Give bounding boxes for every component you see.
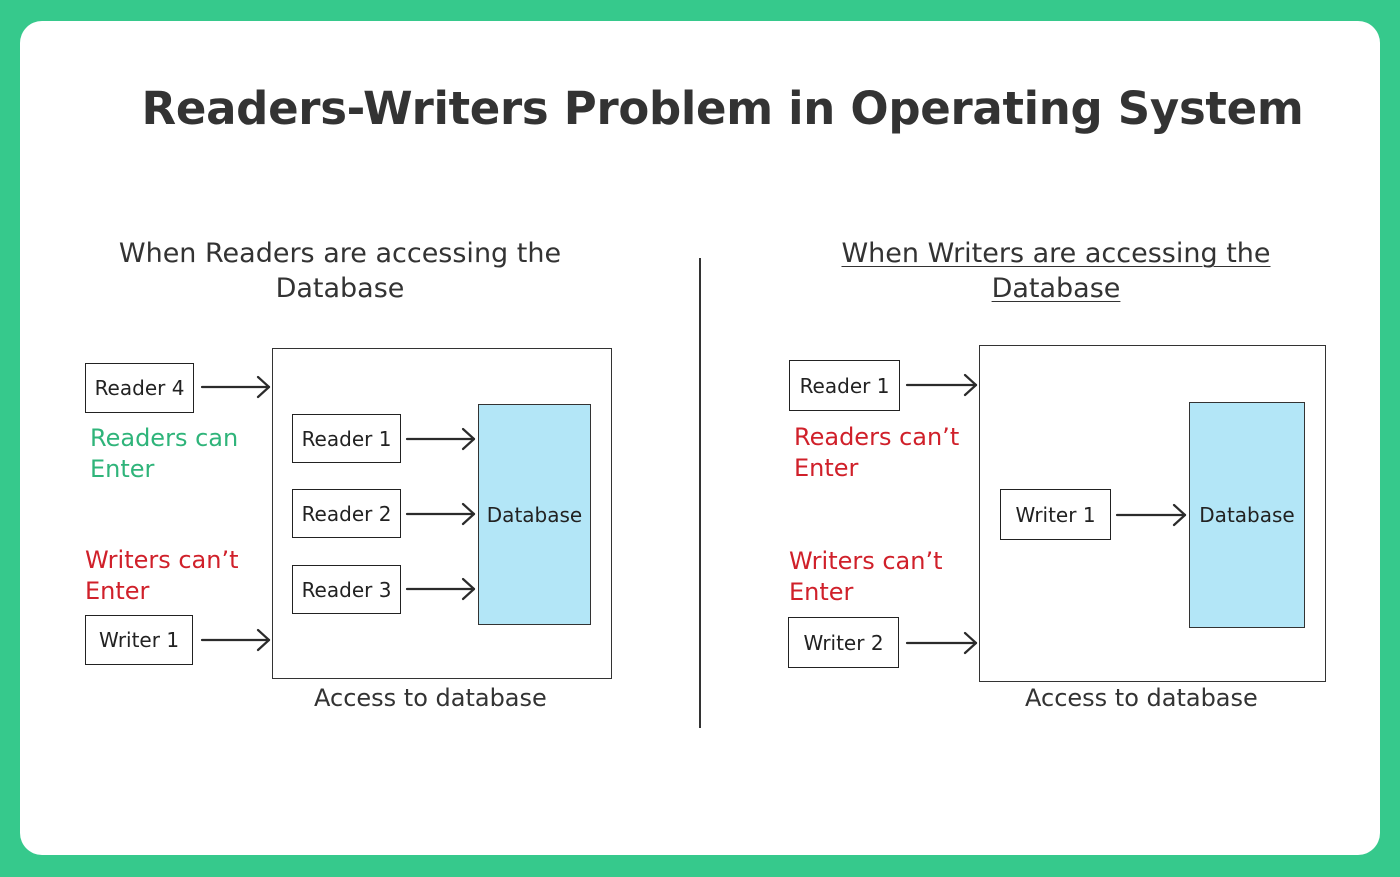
left-heading-line1: When Readers are accessing the (118, 238, 562, 269)
right-outside-writer-box: Writer 2 (788, 617, 899, 668)
right-readers-cant-enter-note: Readers can’t Enter (794, 422, 959, 484)
left-database: Database (478, 404, 591, 625)
left-writers-note-line1: Writers can’t (85, 546, 239, 574)
right-outside-reader-box: Reader 1 (789, 360, 900, 411)
right-heading-line1: When Writers are accessing the (841, 238, 1271, 269)
right-database: Database (1189, 402, 1305, 628)
left-readers-can-enter-note: Readers can Enter (90, 423, 238, 485)
left-inside-reader-box-2: Reader 2 (292, 489, 401, 538)
left-inside-reader-box-1: Reader 1 (292, 414, 401, 463)
left-caption: Access to database (314, 684, 547, 712)
right-writers-note-line1: Writers can’t (789, 547, 943, 575)
right-heading: When Writers are accessing the Database (800, 236, 1312, 306)
left-inside-reader-box-3: Reader 3 (292, 565, 401, 614)
left-heading: When Readers are accessing the Database (90, 236, 590, 306)
right-caption: Access to database (1025, 684, 1258, 712)
right-heading-line2: Database (991, 273, 1121, 304)
right-writers-cant-enter-note: Writers can’t Enter (789, 546, 943, 608)
left-writers-cant-enter-note: Writers can’t Enter (85, 545, 239, 607)
right-inside-writer-box: Writer 1 (1000, 489, 1111, 540)
page-title: Readers-Writers Problem in Operating Sys… (141, 82, 1304, 135)
left-outside-writer-box: Writer 1 (85, 615, 193, 665)
right-readers-note-line2: Enter (794, 454, 859, 482)
left-readers-note-line1: Readers can (90, 424, 239, 452)
left-readers-note-line2: Enter (90, 455, 155, 483)
right-writers-note-line2: Enter (789, 578, 854, 606)
left-writers-note-line2: Enter (85, 577, 150, 605)
left-outside-reader-box: Reader 4 (85, 363, 194, 413)
left-heading-line2: Database (275, 273, 405, 304)
panel-divider (699, 258, 701, 728)
right-readers-note-line1: Readers can’t (794, 423, 960, 451)
